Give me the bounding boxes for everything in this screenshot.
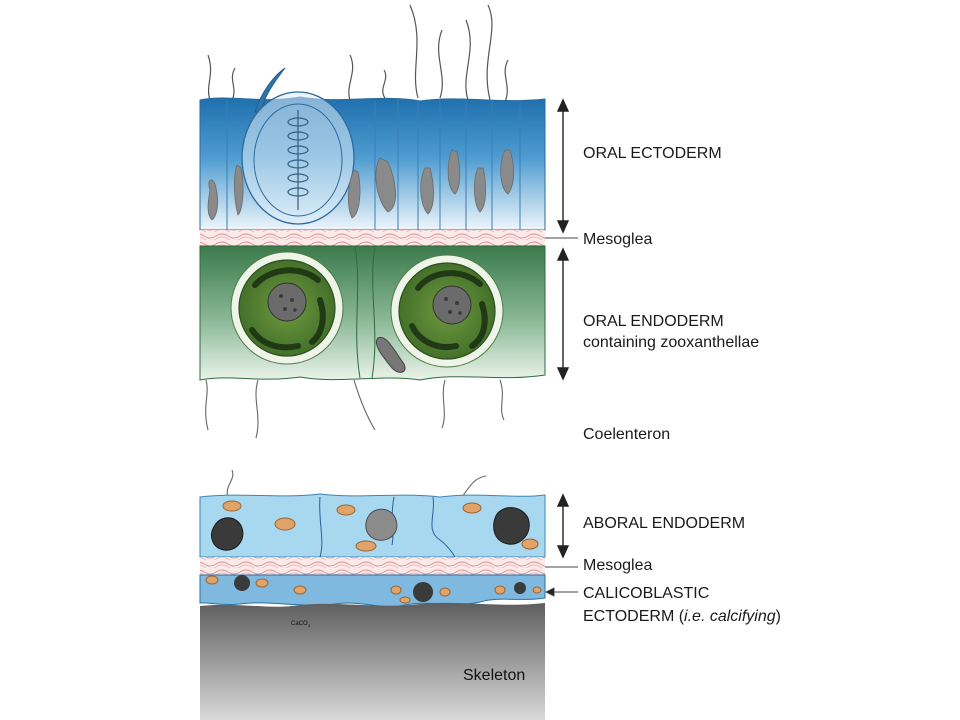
leader-lines [544, 237, 578, 597]
skeleton [200, 602, 545, 720]
label-calicoblastic: CALICOBLASTIC [583, 585, 710, 602]
calicoblastic-ectoderm-layer [199, 574, 546, 607]
caco3-text: CaCO [291, 621, 308, 627]
oral-endoderm-layer [199, 245, 546, 439]
endoderm-organelle [376, 336, 406, 373]
label-oral-endoderm-sub: containing zooxanthellae [583, 334, 760, 351]
ectoderm-cell-walls [226, 100, 521, 230]
aboral-aggregates [211, 507, 530, 551]
aboral-endoderm-layer [199, 469, 546, 558]
label-calicoblastic-ectoderm: ECTODERM (i.e. calcifying) [583, 607, 781, 627]
zooxanthella-nucleus [267, 282, 307, 322]
zooxanthella [390, 254, 504, 368]
aboral-inclusions [222, 500, 539, 552]
endoderm-cilia [205, 379, 505, 439]
label-calicoblastic-italic: i.e. calcifying [684, 608, 776, 625]
label-calicoblastic-prefix: ECTODERM ( [583, 608, 685, 625]
zooxanthella-nucleus [432, 285, 472, 325]
cilia [207, 4, 509, 103]
label-skeleton: Skeleton [463, 667, 526, 684]
label-oral-ectoderm: ORAL ECTODERM [583, 145, 722, 162]
label-mesoglea-top: Mesoglea [583, 231, 653, 248]
calicoblastic-aggregates [234, 575, 526, 602]
cnidocyte [241, 67, 355, 225]
label-calicoblastic-suffix: ) [775, 608, 781, 625]
calicoblastic-body [199, 574, 546, 607]
caco3-subscript: 3 [308, 623, 311, 628]
ectoderm-nuclei [207, 149, 514, 221]
calicoblastic-inclusions [205, 575, 542, 604]
oral-ectoderm-layer [199, 4, 546, 231]
label-coelenteron: Coelenteron [583, 426, 671, 443]
label-mesoglea-bottom: Mesoglea [583, 557, 653, 574]
label-aboral-endoderm: ABORAL ENDODERM [583, 515, 746, 532]
endoderm-cell-walls [354, 245, 376, 379]
caco3-label: CaCO 3 [291, 621, 311, 628]
label-oral-endoderm: ORAL ENDODERM [583, 313, 724, 330]
dimension-arrows [556, 98, 570, 559]
zooxanthella [230, 251, 344, 365]
aboral-cilia [226, 469, 487, 498]
